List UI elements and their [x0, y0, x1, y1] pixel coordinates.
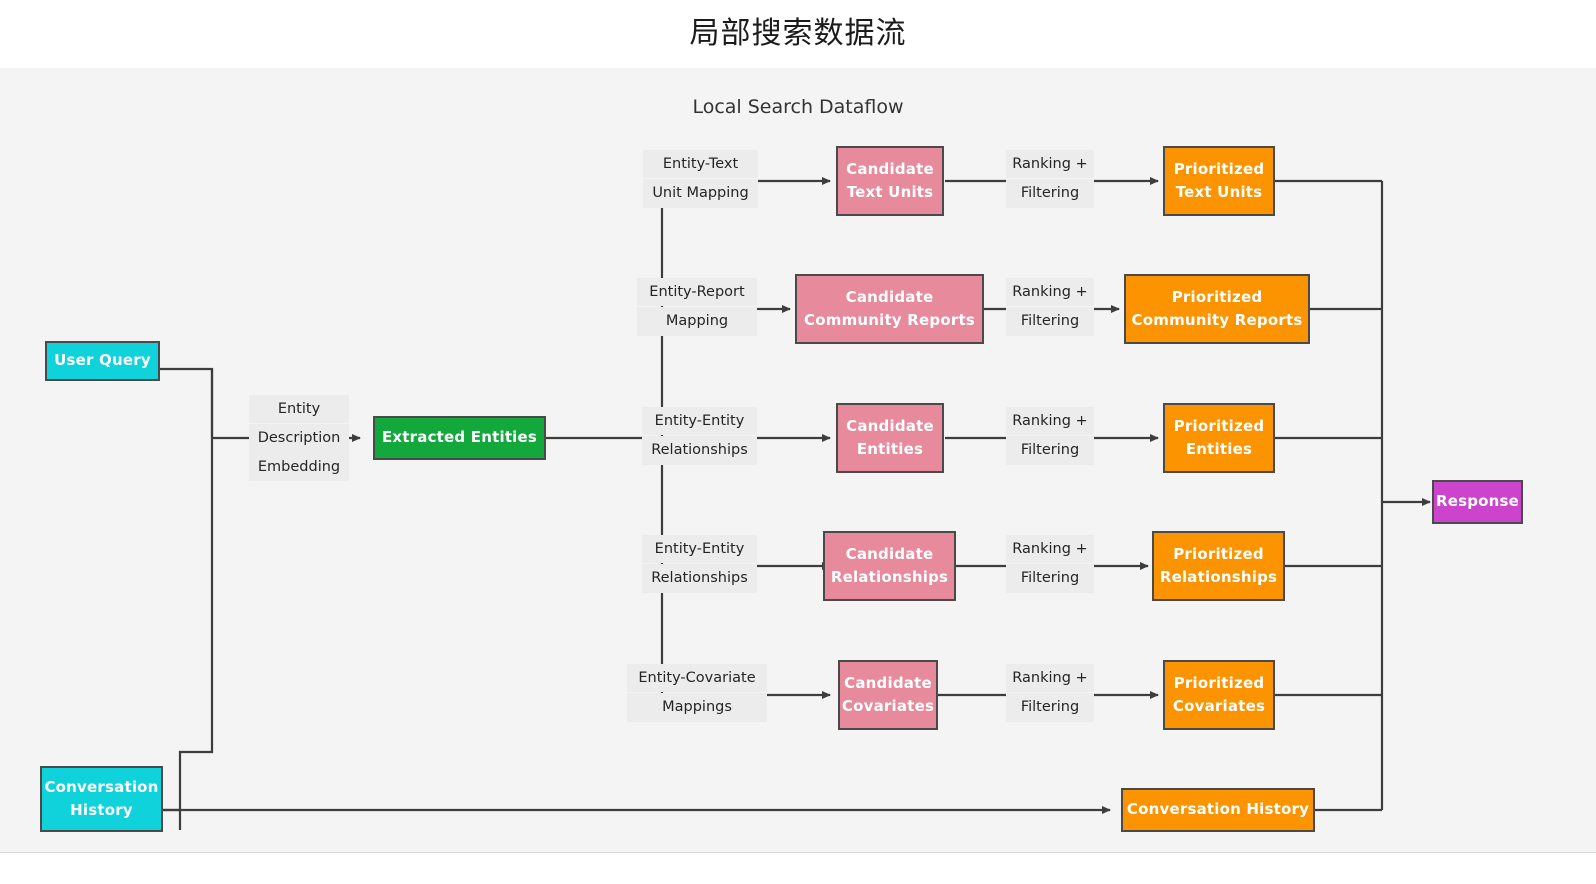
node-candidate-relationships[interactable]: Candidate Relationships: [823, 531, 956, 601]
node-label: Response: [1435, 492, 1520, 511]
edge-user-query-trunk: [160, 367, 214, 438]
node-conversation-history-output[interactable]: Conversation History: [1121, 788, 1315, 832]
node-candidate-entities[interactable]: Candidate Entities: [836, 403, 944, 473]
node-label: Covariates: [841, 697, 935, 715]
node-label: Candidate: [845, 544, 934, 563]
node-label: Candidate: [844, 673, 932, 692]
node-label: Relationships: [1159, 568, 1278, 586]
node-label: Candidate: [846, 416, 934, 435]
page-title: 局部搜索数据流: [689, 16, 907, 51]
diagram-canvas: Local Search Dataflow: [0, 68, 1596, 853]
node-label: Covariates: [1172, 697, 1266, 715]
node-label: Relationships: [830, 568, 949, 586]
node-label: Candidate: [846, 159, 934, 178]
node-label: Prioritized: [1173, 544, 1264, 563]
node-prioritized-text-units[interactable]: Prioritized Text Units: [1163, 146, 1275, 216]
node-label: Extracted Entities: [381, 428, 538, 447]
node-label: Text Units: [1175, 183, 1263, 201]
node-conversation-history-input[interactable]: Conversation History: [40, 766, 163, 832]
node-prioritized-relationships[interactable]: Prioritized Relationships: [1152, 531, 1285, 601]
diagram-subtitle: Local Search Dataflow: [692, 96, 904, 118]
node-label: Entities: [856, 440, 924, 458]
node-prioritized-covariates[interactable]: Prioritized Covariates: [1163, 660, 1275, 730]
node-candidate-community-reports[interactable]: Candidate Community Reports: [795, 274, 984, 344]
node-label: Community Reports: [1131, 311, 1303, 329]
node-prioritized-community-reports[interactable]: Prioritized Community Reports: [1124, 274, 1310, 344]
node-prioritized-entities[interactable]: Prioritized Entities: [1163, 403, 1275, 473]
node-label: Entities: [1185, 440, 1253, 458]
node-label: Conversation History: [1126, 800, 1310, 819]
node-response[interactable]: Response: [1432, 480, 1523, 524]
node-label: Prioritized: [1173, 159, 1265, 178]
node-candidate-covariates[interactable]: Candidate Covariates: [838, 660, 938, 730]
node-label: Community Reports: [804, 311, 975, 329]
node-label: Prioritized: [1173, 673, 1265, 692]
node-extracted-entities[interactable]: Extracted Entities: [373, 416, 546, 460]
node-label: User Query: [54, 351, 151, 370]
edge-user-query-to-conversation-history: [178, 369, 214, 830]
node-label: Text Units: [846, 183, 934, 201]
node-label: Candidate: [845, 287, 934, 306]
node-label: Conversation: [44, 777, 159, 796]
node-user-query[interactable]: User Query: [45, 341, 160, 381]
node-label: Prioritized: [1171, 287, 1263, 306]
node-label: Prioritized: [1173, 416, 1265, 435]
node-label: History: [70, 801, 133, 819]
diagram-edges: [160, 177, 1431, 830]
node-candidate-text-units[interactable]: Candidate Text Units: [836, 146, 944, 216]
